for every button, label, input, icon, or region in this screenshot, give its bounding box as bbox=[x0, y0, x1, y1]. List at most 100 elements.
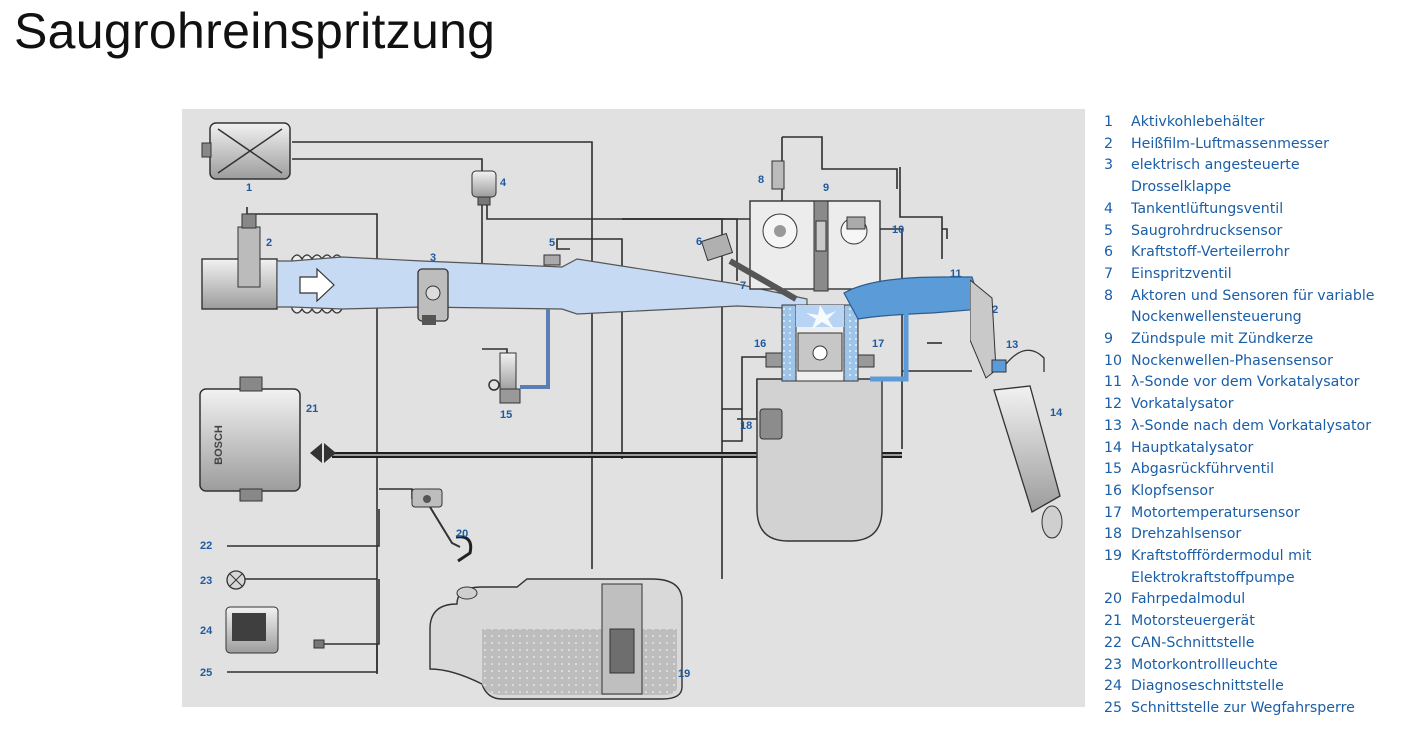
label-25: 25 bbox=[200, 667, 212, 679]
legend-number: 16 bbox=[1104, 482, 1123, 499]
warning-lamp bbox=[226, 570, 246, 590]
legend-item: 23 Motorkontrollleuchte bbox=[1104, 655, 1404, 677]
legend-item: 18 Drehzahlsensor bbox=[1104, 524, 1404, 546]
label-24: 24 bbox=[200, 625, 213, 637]
legend-number: 20 bbox=[1104, 591, 1123, 608]
label-17: 17 bbox=[872, 338, 884, 350]
egr-valve bbox=[488, 309, 550, 404]
legend-text: Zündspule mit Zündkerze bbox=[1131, 331, 1314, 348]
legend-text: Schnittstelle zur Wegfahrsperre bbox=[1131, 699, 1355, 716]
legend-number: 9 bbox=[1104, 331, 1114, 348]
legend-number: 7 bbox=[1104, 265, 1114, 282]
fuel-tank bbox=[429, 578, 683, 700]
legend-number: 5 bbox=[1104, 222, 1114, 239]
legend-text: Elektrokraftstoffpumpe bbox=[1131, 569, 1295, 586]
legend-text: Hauptkatalysator bbox=[1131, 439, 1254, 456]
legend-text: Motortemperatursensor bbox=[1131, 504, 1300, 521]
legend-text: Nockenwellensteuerung bbox=[1131, 309, 1302, 326]
legend-text: Abgasrückführventil bbox=[1131, 461, 1275, 478]
legend-number: 2 bbox=[1104, 135, 1114, 152]
legend-item: 17 Motortemperatursensor bbox=[1104, 503, 1404, 525]
legend-text: Heißfilm-Luftmassenmesser bbox=[1131, 135, 1329, 152]
legend-text: Nockenwellen-Phasensensor bbox=[1131, 352, 1333, 369]
label-22: 22 bbox=[200, 540, 212, 552]
legend-item: 2 Heißfilm-Luftmassenmesser bbox=[1104, 134, 1404, 156]
legend-number: 11 bbox=[1104, 374, 1123, 391]
engine-control-unit: BOSCH bbox=[199, 376, 336, 502]
legend-text: Motorkontrollleuchte bbox=[1131, 656, 1278, 673]
label-20: 20 bbox=[456, 528, 468, 540]
legend-text: Aktivkohlebehälter bbox=[1131, 114, 1265, 130]
legend-text: Saugrohrdrucksensor bbox=[1131, 222, 1283, 239]
legend-number: 3 bbox=[1104, 157, 1114, 174]
engine-diagram: BOSCH 1 2 3 4 5 6 7 8 9 10 11 12 13 14 1… bbox=[182, 109, 1085, 707]
legend-item: 19 Kraftstofffördermodul mit bbox=[1104, 546, 1404, 568]
tank-vent-valve bbox=[471, 170, 497, 206]
label-19: 19 bbox=[678, 668, 690, 680]
exhaust-system bbox=[970, 279, 1063, 539]
legend-item: 7 Einspritzventil bbox=[1104, 264, 1404, 286]
legend-item: 13 λ-Sonde nach dem Vorkatalysator bbox=[1104, 416, 1404, 438]
legend-text: Diagnoseschnittstelle bbox=[1131, 678, 1284, 695]
legend-number: 22 bbox=[1104, 634, 1123, 651]
legend-item: 12 Vorkatalysator bbox=[1104, 394, 1404, 416]
legend-number: 1 bbox=[1104, 114, 1114, 130]
legend-text: Klopfsensor bbox=[1131, 482, 1214, 499]
activated-carbon-canister bbox=[201, 122, 291, 180]
label-10: 10 bbox=[892, 224, 904, 236]
legend-number: 13 bbox=[1104, 417, 1123, 434]
legend-number: 19 bbox=[1104, 548, 1123, 565]
legend-number: 17 bbox=[1104, 504, 1123, 521]
legend-text: Kraftstoff-Verteilerrohr bbox=[1131, 244, 1290, 261]
legend-item: 3 elektrisch angesteuerte Drosselklappe bbox=[1104, 155, 1404, 198]
legend-item: 24 Diagnoseschnittstelle bbox=[1104, 676, 1404, 698]
legend-number bbox=[1104, 568, 1131, 590]
label-7: 7 bbox=[740, 280, 746, 292]
legend-item: Nockenwellensteuerung bbox=[1104, 307, 1404, 329]
legend-item: 4 Tankentlüftungsventil bbox=[1104, 199, 1404, 221]
legend-text: Vorkatalysator bbox=[1131, 396, 1234, 413]
label-6: 6 bbox=[696, 236, 702, 248]
legend-text: Einspritzventil bbox=[1131, 265, 1232, 282]
ecu-brand: BOSCH bbox=[213, 425, 225, 465]
diagnostic-tester bbox=[225, 606, 325, 654]
legend-item: 11 λ-Sonde vor dem Vorkatalysator bbox=[1104, 372, 1404, 394]
legend-item: Elektrokraftstoffpumpe bbox=[1104, 568, 1404, 590]
legend-text: Kraftstofffördermodul mit bbox=[1131, 548, 1312, 565]
legend-number: 12 bbox=[1104, 396, 1123, 413]
legend-number: 10 bbox=[1104, 352, 1123, 369]
legend-number: 18 bbox=[1104, 526, 1123, 543]
label-21: 21 bbox=[306, 403, 318, 415]
legend-text: elektrisch angesteuerte Drosselklappe bbox=[1131, 157, 1300, 196]
exhaust-manifold bbox=[843, 276, 983, 382]
legend-item: 16 Klopfsensor bbox=[1104, 481, 1404, 503]
label-14: 14 bbox=[1050, 407, 1063, 419]
legend-number: 24 bbox=[1104, 678, 1123, 695]
intake-tract bbox=[201, 213, 808, 325]
label-16: 16 bbox=[754, 338, 766, 350]
pedal-module bbox=[411, 488, 473, 563]
legend-text: Drehzahlsensor bbox=[1131, 526, 1242, 543]
label-13: 13 bbox=[1006, 339, 1018, 351]
legend-text: λ-Sonde nach dem Vorkatalysator bbox=[1131, 417, 1372, 434]
fuel-rail bbox=[700, 232, 734, 262]
legend-text: λ-Sonde vor dem Vorkatalysator bbox=[1131, 374, 1360, 391]
label-5: 5 bbox=[549, 237, 555, 249]
label-9: 9 bbox=[823, 182, 829, 194]
engine-sensors bbox=[759, 352, 875, 440]
legend-number: 4 bbox=[1104, 200, 1114, 217]
legend-item: 10 Nockenwellen-Phasensensor bbox=[1104, 351, 1404, 373]
legend-number: 23 bbox=[1104, 656, 1123, 673]
label-4: 4 bbox=[500, 177, 507, 189]
legend-text: Tankentlüftungsventil bbox=[1131, 200, 1284, 217]
label-1: 1 bbox=[246, 182, 252, 194]
label-15: 15 bbox=[500, 409, 512, 421]
legend-text: Motorsteuergerät bbox=[1131, 613, 1255, 630]
engine-block bbox=[728, 160, 883, 542]
